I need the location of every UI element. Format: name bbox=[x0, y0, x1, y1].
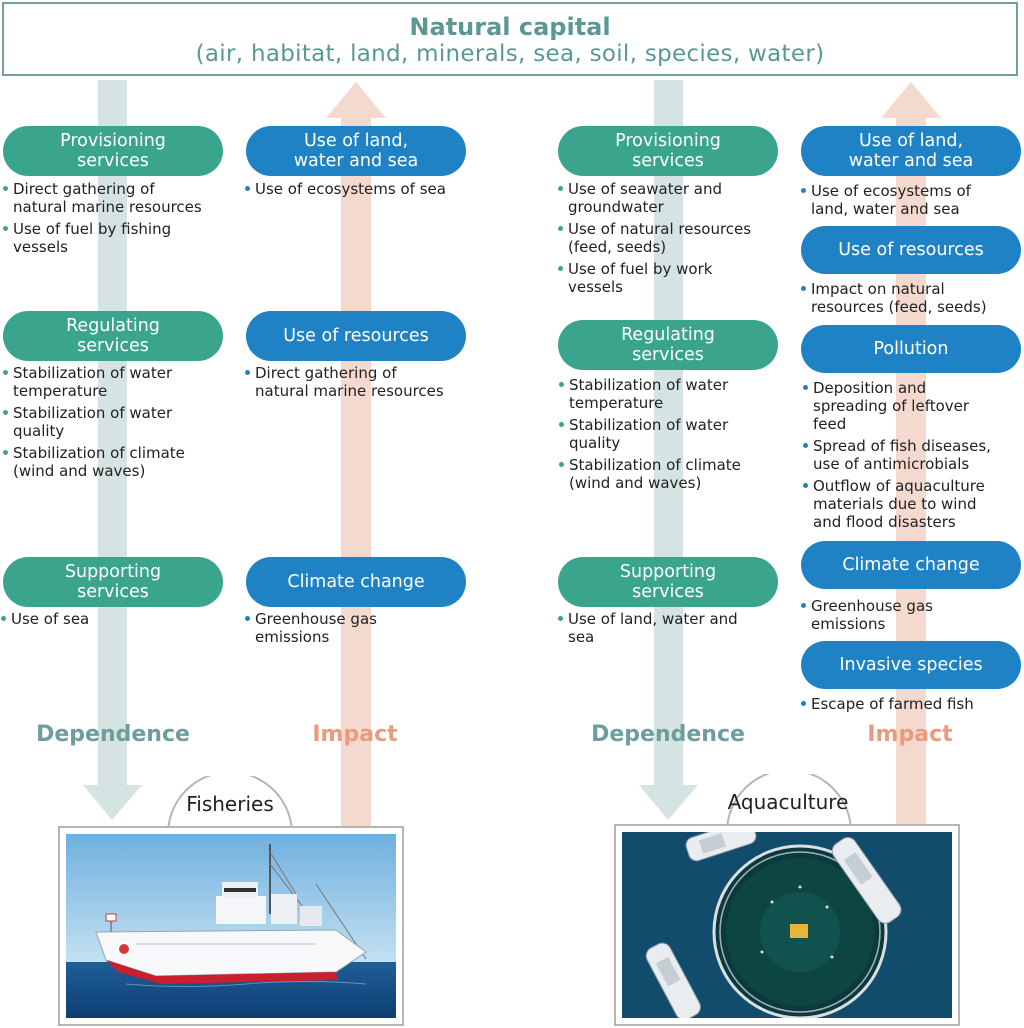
aquaculture-invasive-species-list: Escape of farmed fish bbox=[800, 695, 1022, 717]
aquaculture-pollution-pill: Pollution bbox=[801, 325, 1021, 373]
fisheries-impact-arrow bbox=[326, 82, 386, 828]
fisheries-vessel-photo bbox=[66, 834, 396, 1018]
pill-line: services bbox=[632, 151, 704, 171]
fisheries-supporting-list: Use of sea bbox=[0, 610, 230, 632]
fisheries-use-of-land-list: Use of ecosystems of sea bbox=[244, 180, 484, 202]
natural-capital-subtitle: (air, habitat, land, minerals, sea, soil… bbox=[195, 41, 825, 67]
natural-capital-title: Natural capital bbox=[409, 13, 611, 41]
aquaculture-dependence-label: Dependence bbox=[591, 722, 745, 747]
aquaculture-use-of-resources-pill: Use of resources bbox=[801, 226, 1021, 274]
pill-line: Invasive species bbox=[839, 655, 983, 675]
fishing-vessel-image bbox=[66, 834, 396, 1018]
list-item: Use of sea bbox=[0, 610, 230, 628]
fish-cage-image bbox=[622, 832, 952, 1018]
list-item: Escape of farmed fish bbox=[800, 695, 1022, 713]
pill-line: Use of land, bbox=[858, 131, 964, 151]
fisheries-climate-change-pill: Climate change bbox=[246, 557, 466, 607]
pill-line: services bbox=[77, 582, 149, 602]
aquaculture-impact-label: Impact bbox=[867, 722, 953, 747]
aquaculture-invasive-species-pill: Invasive species bbox=[801, 641, 1021, 689]
aquaculture-cage-photo bbox=[622, 832, 952, 1018]
pill-line: Provisioning bbox=[615, 131, 721, 151]
fisheries-impact-label: Impact bbox=[312, 722, 398, 747]
pill-line: services bbox=[77, 336, 149, 356]
list-item: Use of ecosystems of sea bbox=[244, 180, 484, 198]
pill-line: Climate change bbox=[842, 555, 980, 575]
fisheries-use-of-land-pill: Use of land,water and sea bbox=[246, 126, 466, 176]
fisheries-title-arc bbox=[167, 776, 293, 835]
pill-line: services bbox=[632, 345, 704, 365]
pill-line: Regulating bbox=[621, 325, 715, 345]
list-item: Use of natural resources(feed, seeds) bbox=[557, 220, 792, 256]
pill-line: services bbox=[632, 582, 704, 602]
fisheries-dependence-label: Dependence bbox=[36, 722, 190, 747]
pill-line: Regulating bbox=[66, 316, 160, 336]
pill-line: Use of land, bbox=[303, 131, 409, 151]
fisheries-title: Fisheries bbox=[186, 792, 274, 816]
fisheries-use-of-resources-pill: Use of resources bbox=[246, 311, 466, 361]
pill-line: Provisioning bbox=[60, 131, 166, 151]
aquaculture-use-of-land-pill: Use of land,water and sea bbox=[801, 126, 1021, 176]
pill-line: Climate change bbox=[287, 572, 425, 592]
aquaculture-dependence-arrow bbox=[639, 80, 698, 820]
aquaculture-title-arc bbox=[726, 774, 852, 833]
list-item: Stabilization of climate(wind and waves) bbox=[558, 456, 788, 492]
pill-line: water and sea bbox=[848, 151, 974, 171]
pill-line: Use of resources bbox=[283, 326, 429, 346]
pill-line: Supporting bbox=[64, 562, 162, 582]
natural-capital-box: Natural capital (air, habitat, land, min… bbox=[2, 2, 1018, 76]
list-item: Spread of fish diseases,use of antimicro… bbox=[802, 437, 1022, 473]
pill-line: Use of resources bbox=[838, 240, 984, 260]
pill-line: services bbox=[77, 151, 149, 171]
list-item: Stabilization of climate(wind and waves) bbox=[2, 444, 232, 480]
aquaculture-title: Aquaculture bbox=[727, 790, 849, 814]
pill-line: water and sea bbox=[293, 151, 419, 171]
aquaculture-climate-change-pill: Climate change bbox=[801, 541, 1021, 589]
pill-line: Pollution bbox=[873, 339, 949, 359]
pill-line: Supporting bbox=[619, 562, 717, 582]
fisheries-dependence-arrow bbox=[83, 80, 142, 820]
